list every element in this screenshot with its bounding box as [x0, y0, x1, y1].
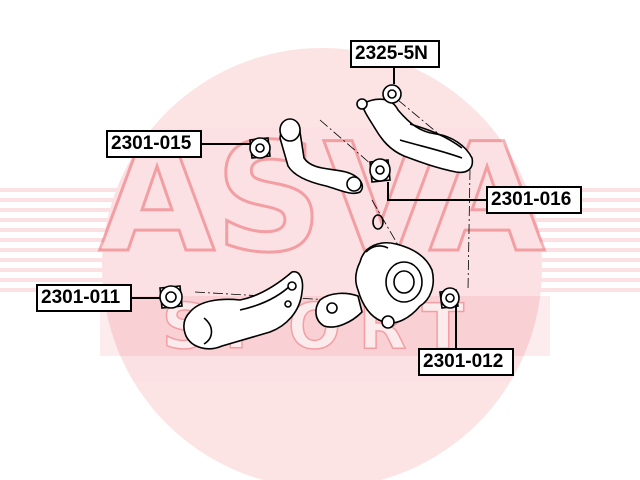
- leader-lines: [132, 66, 486, 348]
- part-label-2325-5N: 2325-5N: [350, 40, 440, 68]
- bushing-2325-5N: [356, 84, 402, 110]
- part-label-2301-016: 2301-016: [486, 186, 582, 214]
- trailing-arm: [183, 270, 304, 350]
- part-label-2301-012: 2301-012: [418, 348, 514, 376]
- bushing-2301-016: [369, 158, 391, 183]
- bushing-2301-015: [249, 137, 271, 159]
- leader-2301-016: [387, 182, 486, 201]
- wheel-knuckle: [315, 242, 435, 329]
- upper-control-arm: [361, 98, 474, 174]
- bushing-2301-011: [159, 285, 183, 309]
- circlip: [372, 214, 384, 230]
- bushing-2301-012: [439, 287, 460, 309]
- part-label-2301-011: 2301-011: [36, 284, 132, 312]
- toe-link: [279, 118, 364, 195]
- watermark-stripes: [0, 188, 640, 292]
- part-label-2301-015: 2301-015: [106, 130, 202, 158]
